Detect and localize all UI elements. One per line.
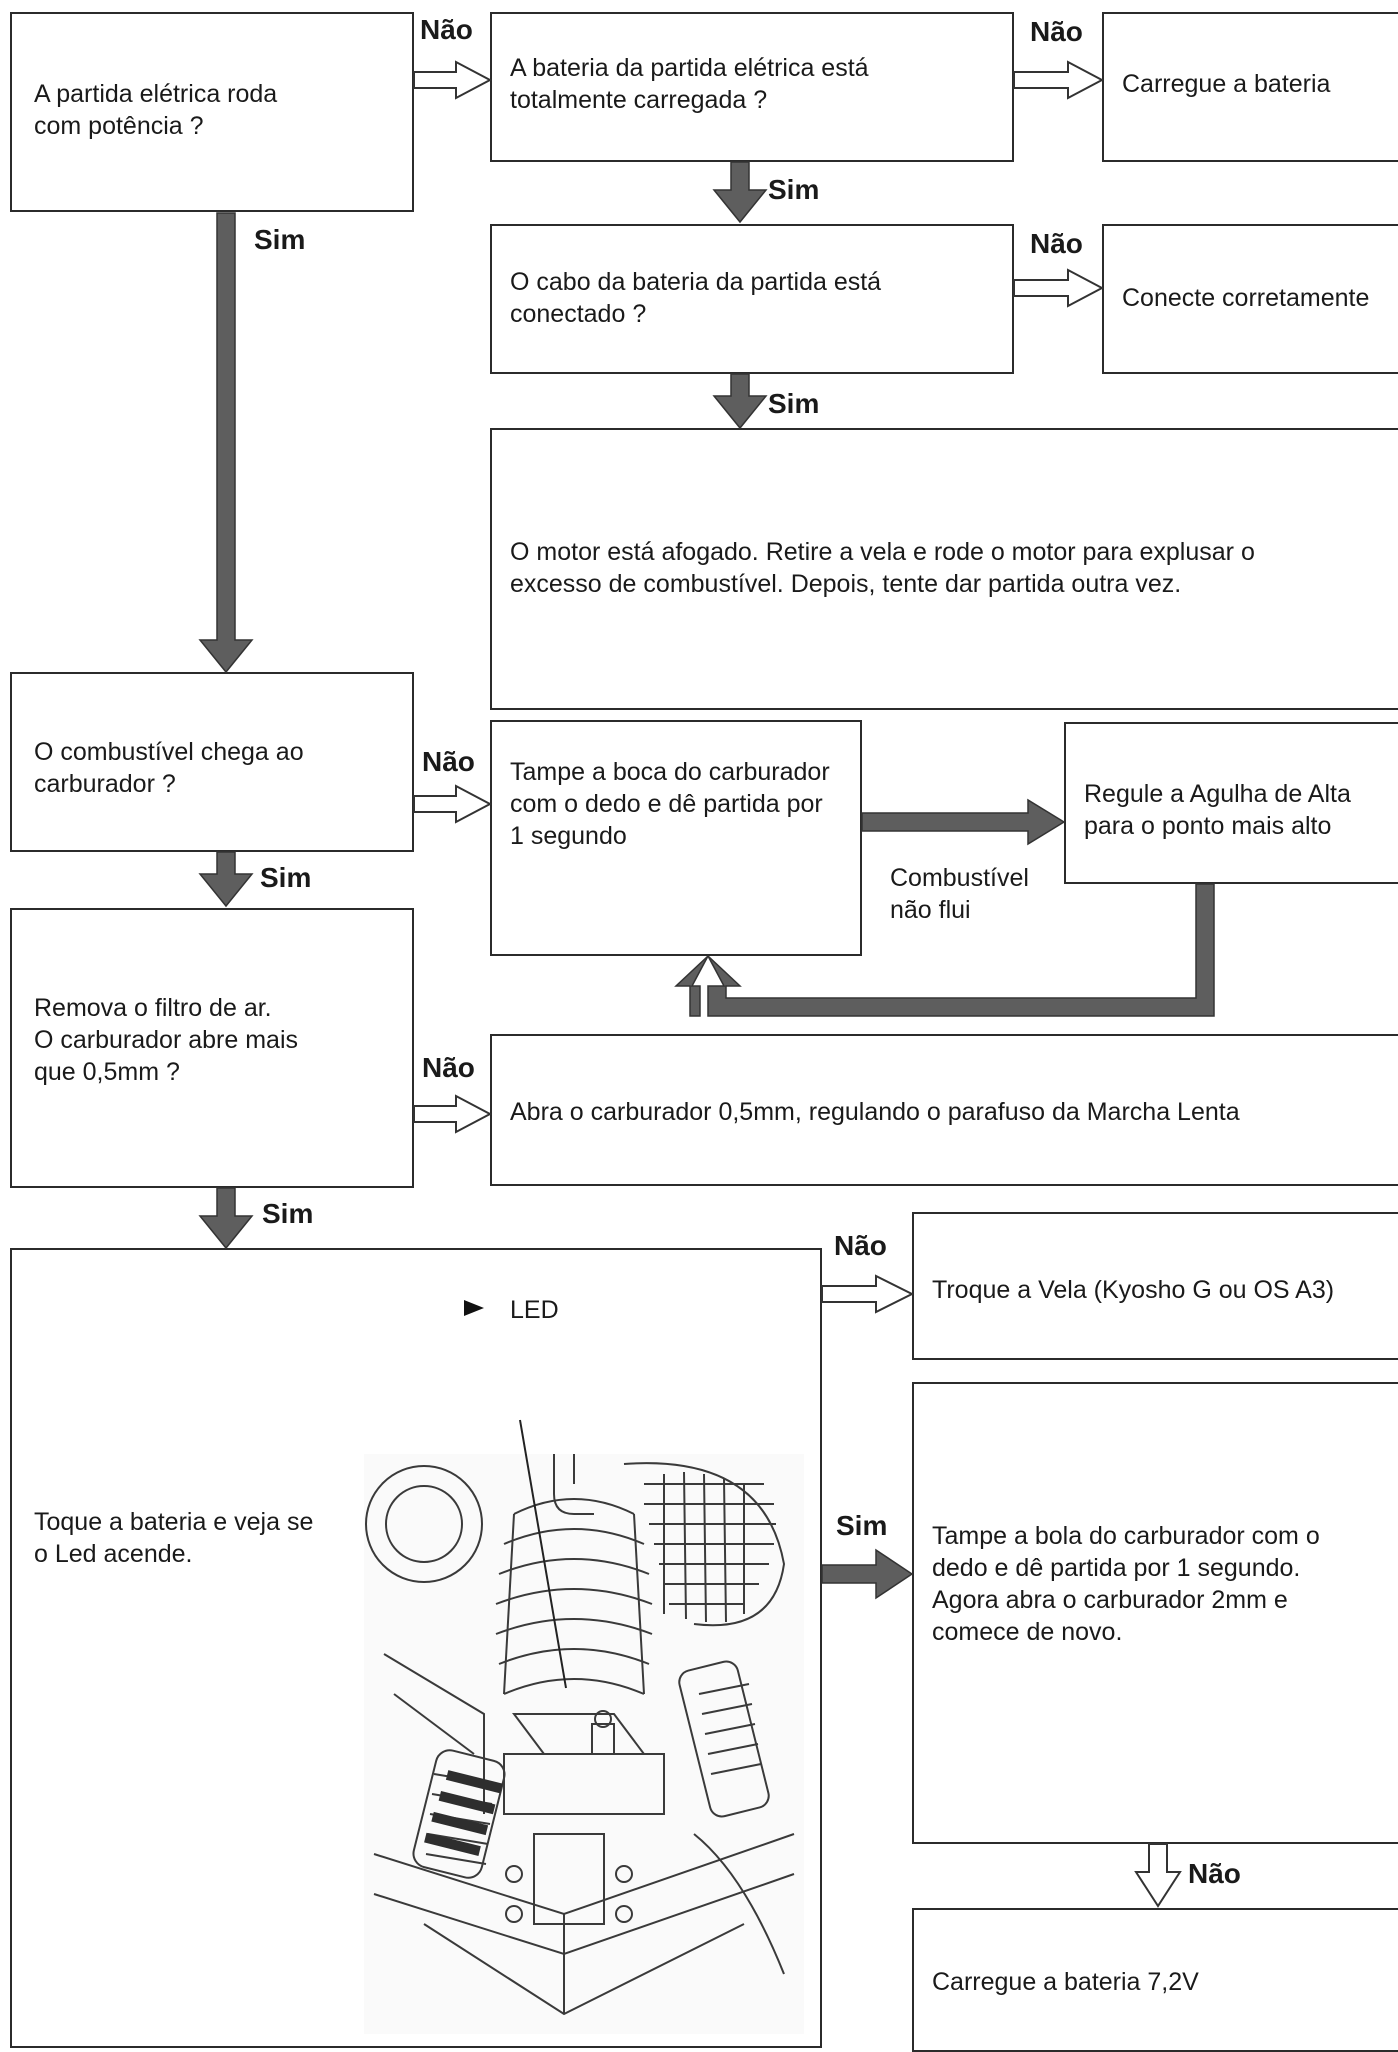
text-fuel-not-flowing: Combustível não flui — [890, 864, 1029, 924]
label-yes-battery: Sim — [768, 174, 820, 205]
arrow-starter-to-fuel — [198, 212, 254, 674]
text-open-carburetor: Abra o carburador 0,5mm, regulando o par… — [510, 1098, 1240, 1126]
arrow-battery-to-charge — [1013, 60, 1105, 100]
arrow-fuel-to-cover — [413, 784, 493, 824]
box-retry — [912, 1382, 1398, 1844]
arrow-starter-to-battery — [413, 60, 493, 100]
arrow-fuel-to-filter — [198, 851, 254, 908]
text-led-question: Toque a bateria e veja se o Led acende. — [34, 1508, 314, 1568]
text-cover-carburetor: Tampe a boca do carburador com o dedo e … — [510, 758, 830, 850]
label-no-led: Não — [834, 1230, 887, 1261]
box-connect-correctly — [1102, 224, 1398, 374]
box-charge-battery — [1102, 12, 1398, 162]
arrow-cover-to-needle — [861, 798, 1066, 846]
box-battery-question — [490, 12, 1014, 162]
text-retry: Tampe a bola do carburador com o dedo e … — [932, 1522, 1320, 1646]
arrow-led-to-retry — [821, 1548, 914, 1600]
text-replace-plug: Troque a Vela (Kyosho G ou OS A3) — [932, 1276, 1335, 1304]
text-battery-question: A bateria da partida elétrica está total… — [510, 54, 869, 114]
arrow-battery-to-cable — [712, 161, 768, 224]
arrow-filter-to-open — [413, 1094, 493, 1134]
arrow-led-to-plug — [821, 1274, 915, 1314]
label-yes-cable: Sim — [768, 388, 820, 419]
text-engine-flooded: O motor está afogado. Retire a vela e ro… — [510, 538, 1255, 598]
box-open-carburetor — [490, 1034, 1398, 1186]
box-engine-flooded — [490, 428, 1398, 710]
engine-illustration — [364, 1454, 804, 2034]
label-no-battery: Não — [1030, 16, 1083, 47]
label-yes-fuel: Sim — [260, 862, 312, 893]
box-replace-plug — [912, 1212, 1398, 1360]
label-no-cable: Não — [1030, 228, 1083, 259]
label-no-fuel: Não — [422, 746, 475, 777]
label-no-starter: Não — [420, 14, 473, 45]
text-charge-battery: Carregue a bateria — [1122, 70, 1331, 98]
led-pointer-line — [519, 1419, 567, 1689]
text-connect-correctly: Conecte corretamente — [1122, 284, 1370, 312]
box-starter-question — [10, 12, 414, 212]
box-cable-question — [490, 224, 1014, 374]
text-fuel-question: O combustível chega ao carburador ? — [34, 738, 304, 798]
box-cover-carburetor — [490, 720, 862, 956]
text-cable-question: O cabo da bateria da partida está conect… — [510, 268, 882, 328]
text-starter-question: A partida elétrica roda com potência ? — [34, 80, 278, 140]
text-charge-72v: Carregue a bateria 7,2V — [932, 1968, 1199, 1996]
box-fuel-question — [10, 672, 414, 852]
arrow-needle-loop-to-cover — [674, 883, 1215, 1017]
arrow-cable-to-connect — [1013, 268, 1105, 308]
arrow-filter-to-led — [198, 1187, 254, 1250]
arrow-cable-to-flooded — [712, 373, 768, 430]
label-yes-starter: Sim — [254, 224, 306, 255]
led-pointer-icon — [464, 1300, 484, 1316]
box-charge-72v — [912, 1908, 1398, 2052]
box-filter-question — [10, 908, 414, 1188]
box-adjust-needle — [1064, 722, 1398, 884]
text-adjust-needle: Regule a Agulha de Alta para o ponto mai… — [1084, 780, 1351, 840]
text-led-label: LED — [510, 1296, 559, 1324]
arrow-retry-to-charge72 — [1134, 1843, 1182, 1908]
label-no-filter: Não — [422, 1052, 475, 1083]
text-filter-question: Remova o filtro de ar. O carburador abre… — [34, 994, 299, 1086]
label-yes-filter: Sim — [262, 1198, 314, 1229]
label-yes-led: Sim — [836, 1510, 888, 1541]
label-no-retry: Não — [1188, 1858, 1241, 1889]
